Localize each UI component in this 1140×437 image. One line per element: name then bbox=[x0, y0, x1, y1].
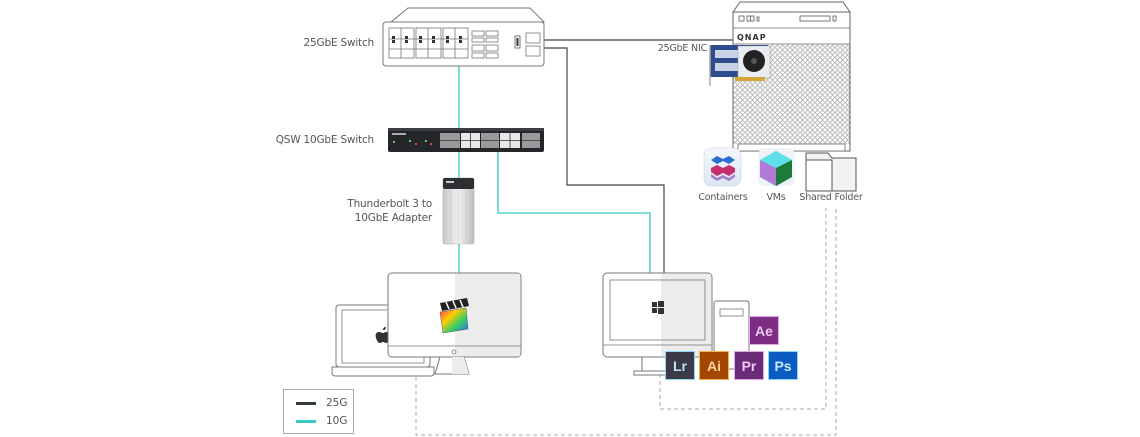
adapter-label-line2: 10GbE Adapter bbox=[354, 212, 432, 224]
legend-swatch-25g bbox=[296, 401, 316, 405]
adobe-ps-icon[interactable]: Ps bbox=[768, 351, 798, 380]
legend: 25G 10G bbox=[283, 389, 354, 434]
switch-10g-label: QSW 10GbE Switch bbox=[275, 134, 375, 146]
legend-item-10g: 10G bbox=[296, 415, 348, 427]
storage-link-pc bbox=[659, 208, 827, 410]
nic-card bbox=[709, 45, 771, 86]
shared-folder-icon[interactable] bbox=[805, 152, 857, 192]
link-25g-switch-to-pc bbox=[544, 47, 665, 273]
thunderbolt-adapter[interactable] bbox=[442, 177, 475, 245]
adapter-label-line1: Thunderbolt 3 to bbox=[347, 198, 432, 210]
adobe-pr-icon[interactable]: Pr bbox=[734, 351, 764, 380]
shared-folder-label: Shared Folder bbox=[799, 192, 863, 203]
legend-label-25g: 25G bbox=[326, 397, 348, 409]
links bbox=[415, 39, 837, 436]
nas[interactable] bbox=[732, 1, 851, 152]
final-cut-pro-icon bbox=[439, 298, 469, 334]
containers-app-icon[interactable] bbox=[703, 147, 742, 187]
switch-25g[interactable] bbox=[382, 7, 546, 67]
nic-label: 25GbE NIC bbox=[657, 43, 707, 54]
switch-25g-label: 25GbE Switch bbox=[303, 37, 375, 49]
storage-link-mac bbox=[415, 208, 837, 436]
legend-swatch-10g bbox=[296, 419, 316, 423]
windows-logo-icon bbox=[652, 301, 664, 314]
adobe-lr-icon[interactable]: Lr bbox=[665, 351, 695, 380]
legend-item-25g: 25G bbox=[296, 397, 348, 409]
nas-brand-logo: QNAP bbox=[737, 33, 767, 42]
vms-app-icon[interactable] bbox=[758, 148, 795, 186]
apple-logo-icon bbox=[375, 327, 390, 343]
vms-label: VMs bbox=[766, 192, 786, 203]
adobe-ae-icon[interactable]: Ae bbox=[749, 316, 779, 345]
link-10g-qsw-to-pc bbox=[497, 152, 651, 273]
adobe-ai-icon[interactable]: Ai bbox=[699, 351, 729, 380]
legend-label-10g: 10G bbox=[326, 415, 348, 427]
containers-label: Containers bbox=[698, 192, 748, 203]
switch-10g[interactable] bbox=[388, 128, 544, 152]
